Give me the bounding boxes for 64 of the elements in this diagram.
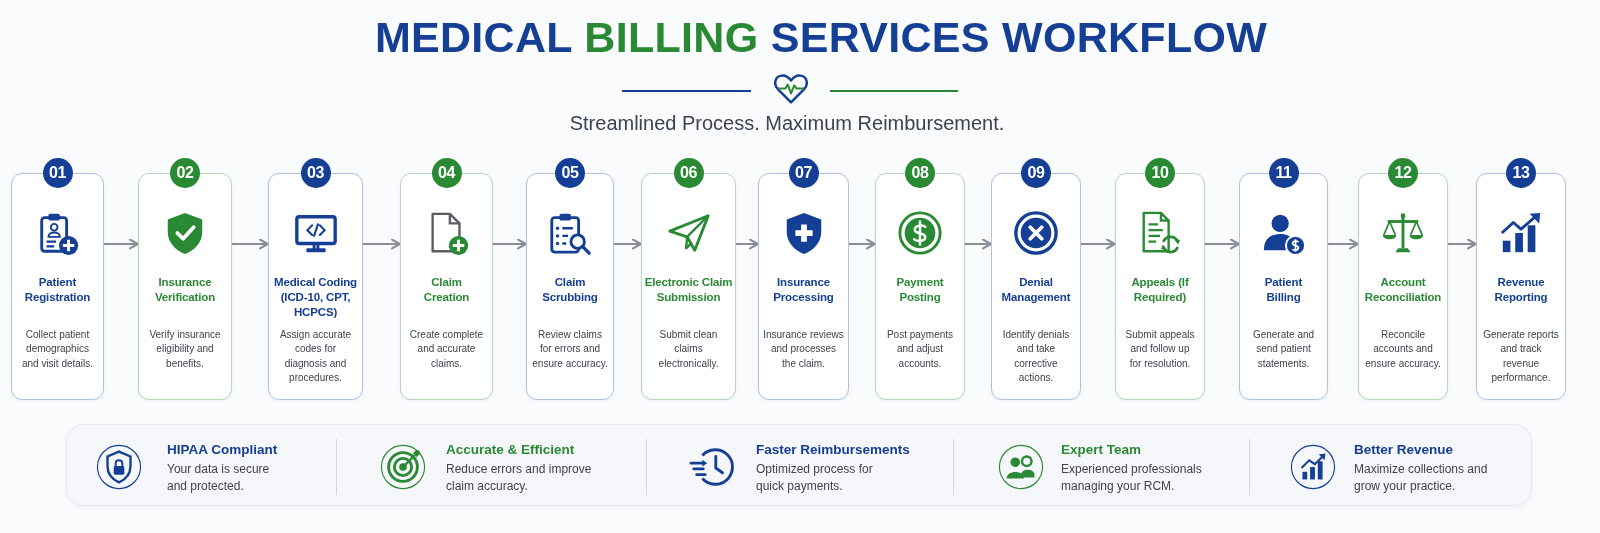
step-title: Revenue Reporting <box>1493 275 1549 305</box>
step-description: Generate and send patient statements. <box>1251 328 1316 371</box>
arrow <box>1079 238 1117 250</box>
step-description: Insurance reviews and processes the claim. <box>763 328 844 371</box>
step-number: 07 <box>788 158 819 188</box>
step-title: Account Reconciliation <box>1363 275 1443 305</box>
feature-description: Reduce errors and improve claim accuracy. <box>446 461 593 495</box>
step-description: Submit appeals and follow up for resolution. <box>1125 328 1195 371</box>
step-title: Claim Creation <box>422 275 471 305</box>
step-number: 08 <box>905 158 935 188</box>
step-title: Medical Coding (ICD-10, CPT, HCPCS) <box>273 275 358 320</box>
feature-heading: Accurate & Efficient <box>446 441 575 458</box>
subtitle: Streamlined Process. Maximum Reimbursement. <box>569 111 1005 135</box>
feature-description: Optimized process for quick payments. <box>756 461 874 495</box>
feature-heading: HIPAA Compliant <box>167 441 278 458</box>
arrow <box>1446 238 1478 250</box>
step-number: 13 <box>1506 158 1536 188</box>
step-title: Appeals (If Required) <box>1130 275 1190 305</box>
title: MEDICAL BILLING SERVICES WORKFLOW <box>374 12 1268 62</box>
step-title: Electronic Claim Submission <box>644 275 733 305</box>
arrow <box>1326 238 1360 250</box>
step-description: Submit clean claims electronically. <box>657 328 720 371</box>
step-title: Insurance Processing <box>772 275 835 305</box>
step-description: Create complete and accurate claims. <box>408 328 485 371</box>
feature-description: Maximize collections and grow your practice. <box>1354 461 1489 495</box>
step-number: 04 <box>431 158 462 188</box>
step-number: 10 <box>1145 158 1175 188</box>
step-number: 05 <box>555 158 585 188</box>
step-description: Generate reports and track revenue performance. <box>1482 328 1560 385</box>
step-title: Denial Management <box>1000 275 1072 305</box>
step-title: Insurance Verification <box>153 275 217 305</box>
step-description: Identify denials and take corrective actions. <box>1001 328 1071 385</box>
feature-heading: Faster Reimbursements <box>756 441 910 458</box>
arrow <box>1203 238 1241 250</box>
step-number: 06 <box>673 158 704 188</box>
step-number: 12 <box>1388 158 1418 188</box>
step-description: Review claims for errors and ensure accuracy. <box>531 328 609 371</box>
step-description: Assign accurate codes for diagnosis and procedures. <box>278 328 353 385</box>
arrow <box>491 238 528 250</box>
feature-heading: Better Revenue <box>1354 441 1454 458</box>
arrow <box>102 238 140 250</box>
step-number: 09 <box>1021 158 1051 188</box>
feature-description: Your data is secure and protected. <box>167 461 271 495</box>
step-title: Patient Billing <box>1263 275 1304 305</box>
step-description: Verify insurance eligibility and benefits. <box>148 328 222 371</box>
step-number: 03 <box>300 158 331 188</box>
step-description: Collect patient demographics and visit details. <box>21 328 94 371</box>
step-number: 02 <box>170 158 200 188</box>
step-description: Reconcile accounts and ensure accuracy. <box>1364 328 1442 371</box>
feature-heading: Expert Team <box>1061 441 1142 458</box>
arrow <box>963 238 993 250</box>
arrow <box>230 238 270 250</box>
step-number: 11 <box>1268 158 1299 188</box>
step-title: Patient Registration <box>23 275 92 305</box>
step-description: Post payments and adjust accounts. <box>885 328 955 371</box>
arrow <box>361 238 402 250</box>
arrow <box>612 238 643 250</box>
step-number: 01 <box>42 158 73 188</box>
step-title: Claim Scrubbing <box>541 275 599 305</box>
arrow <box>847 238 877 250</box>
feature-description: Experienced professionals managing your RCM. <box>1061 461 1203 495</box>
step-title: Payment Posting <box>895 275 945 305</box>
arrow <box>734 238 760 250</box>
feature-band <box>66 424 1532 506</box>
